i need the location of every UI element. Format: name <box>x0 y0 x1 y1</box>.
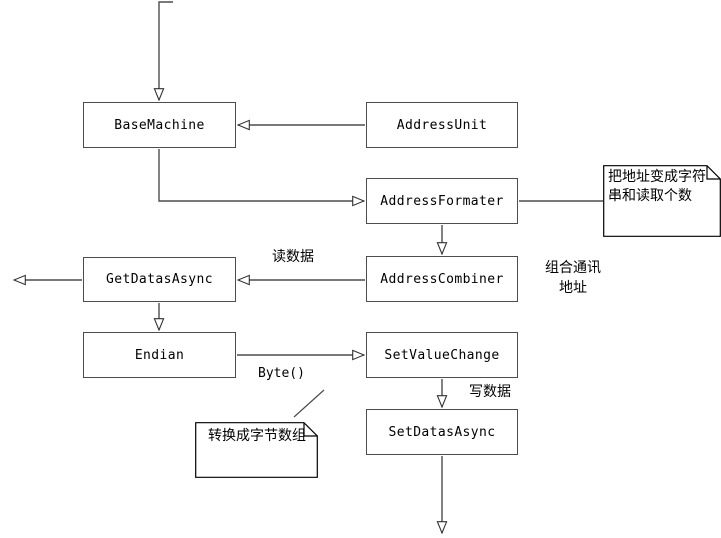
node-set-value-change[interactable]: SetValueChange <box>366 332 518 378</box>
note-text: 把地址变成字符串和读取个数 <box>608 169 706 204</box>
node-label: BaseMachine <box>114 117 205 133</box>
node-label: AddressFormater <box>380 193 504 209</box>
node-address-unit[interactable]: AddressUnit <box>366 102 518 148</box>
edge-label-byte-call: Byte() <box>258 366 305 381</box>
node-address-formater[interactable]: AddressFormater <box>366 178 518 224</box>
edge-label-read-data: 读数据 <box>272 246 314 266</box>
node-label: SetDatasAsync <box>388 424 496 440</box>
edge-label-write-data: 写数据 <box>469 381 511 401</box>
node-label: SetValueChange <box>384 347 500 363</box>
edge-basemachine-to-addressformater <box>158 149 364 201</box>
node-set-datas-async[interactable]: SetDatasAsync <box>366 409 518 455</box>
node-get-datas-async[interactable]: GetDatasAsync <box>83 257 236 302</box>
label-combine-address: 组合通讯 地址 <box>545 260 601 296</box>
note-shape <box>195 422 318 478</box>
edge-label-text: 写数据 <box>469 384 511 400</box>
node-base-machine[interactable]: BaseMachine <box>83 102 236 148</box>
node-label: AddressCombiner <box>380 271 504 287</box>
note-address-to-string[interactable]: 把地址变成字符串和读取个数 <box>603 165 721 237</box>
node-address-combiner[interactable]: AddressCombiner <box>366 256 518 302</box>
note-text: 转换成字节数组 <box>208 428 306 444</box>
node-label: GetDatasAsync <box>106 272 213 287</box>
node-endian[interactable]: Endian <box>83 332 236 378</box>
node-label: AddressUnit <box>396 117 488 133</box>
edge-external-to-basemachine <box>159 1 173 100</box>
edge-label-text: 读数据 <box>272 249 314 265</box>
edge-note-byte-connector <box>293 389 325 418</box>
note-shape <box>603 165 721 237</box>
node-label: Endian <box>134 347 185 363</box>
edge-label-text: Byte() <box>258 366 305 381</box>
note-convert-to-bytes[interactable]: 转换成字节数组 <box>195 422 318 478</box>
